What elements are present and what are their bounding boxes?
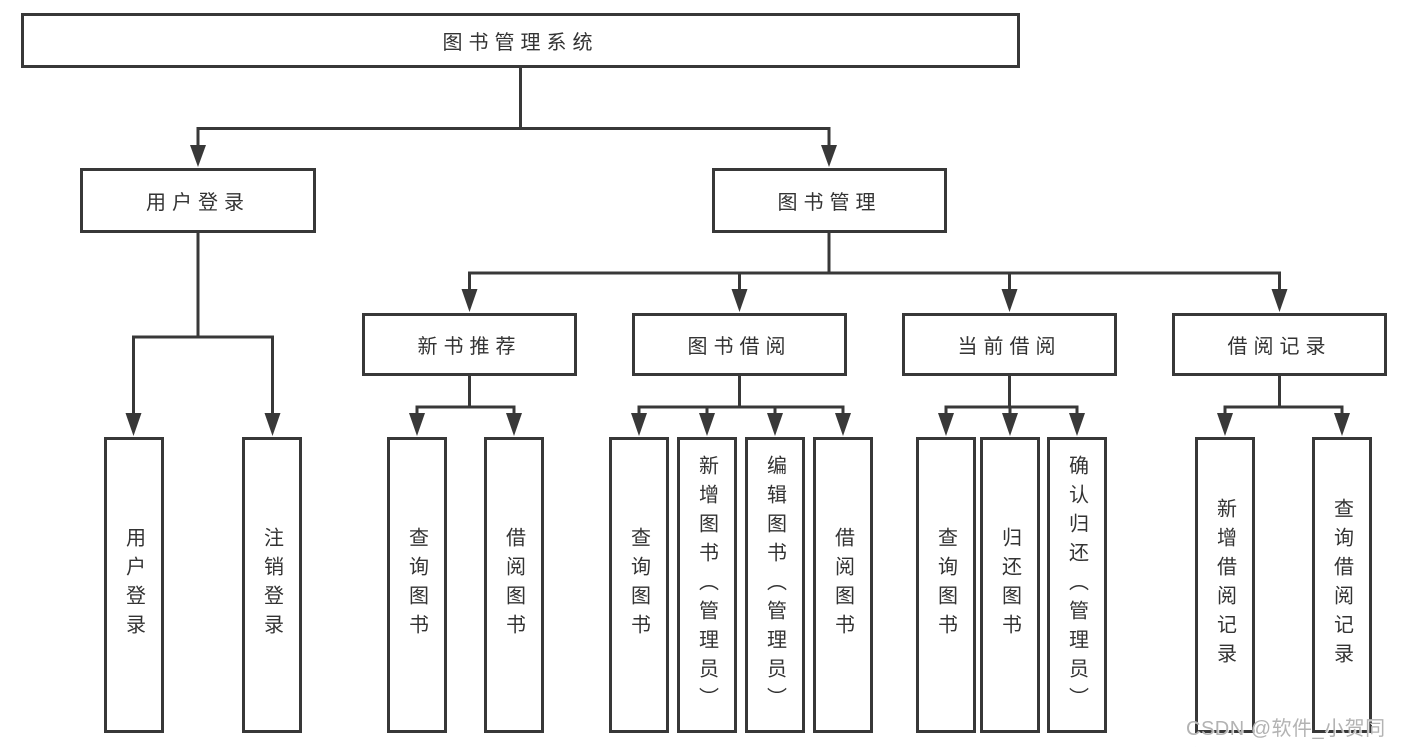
node-user-login-label: 用户登录 (146, 192, 250, 214)
leaf-label: 确认归还（管理员） (1065, 454, 1088, 716)
watermark: CSDN @软件_小贺同学 (1186, 718, 1386, 740)
node-user-login: 用户登录 (80, 168, 316, 233)
node-leaf-borrow-books-borrow: 借阅图书 (813, 437, 873, 733)
leaf-label: 借阅图书 (502, 527, 525, 643)
leaf-label: 归还图书 (998, 527, 1021, 643)
node-leaf-add-book-admin: 新增图书（管理员） (677, 437, 737, 733)
leaf-label: 查询图书 (405, 527, 428, 643)
node-leaf-confirm-return-admin: 确认归还（管理员） (1047, 437, 1107, 733)
node-root: 图书管理系统 (21, 13, 1020, 68)
node-leaf-query-books-borrow: 查询图书 (609, 437, 669, 733)
leaf-label: 查询图书 (627, 527, 650, 643)
node-current-borrow-label: 当前借阅 (957, 336, 1062, 358)
node-book-borrow-label: 图书借阅 (687, 336, 792, 358)
node-leaf-return-book: 归还图书 (980, 437, 1040, 733)
leaf-label: 用户登录 (122, 527, 145, 643)
node-leaf-borrow-books-recommend: 借阅图书 (484, 437, 544, 733)
node-leaf-query-books-recommend: 查询图书 (387, 437, 447, 733)
node-new-book-recommend-label: 新书推荐 (417, 336, 522, 358)
node-borrow-records-label: 借阅记录 (1227, 336, 1332, 358)
leaf-label: 新增借阅记录 (1213, 498, 1236, 672)
node-leaf-user-login: 用户登录 (104, 437, 164, 733)
leaf-label: 查询借阅记录 (1330, 498, 1353, 672)
leaf-label: 编辑图书（管理员） (763, 454, 786, 716)
node-leaf-edit-book-admin: 编辑图书（管理员） (745, 437, 805, 733)
leaf-label: 新增图书（管理员） (695, 454, 718, 716)
node-root-label: 图书管理系统 (442, 32, 599, 54)
node-current-borrow: 当前借阅 (902, 313, 1117, 376)
node-borrow-records: 借阅记录 (1172, 313, 1387, 376)
node-book-borrow: 图书借阅 (632, 313, 847, 376)
leaf-label: 查询图书 (934, 527, 957, 643)
node-leaf-logout: 注销登录 (242, 437, 302, 733)
leaf-label: 借阅图书 (831, 527, 854, 643)
node-book-management: 图书管理 (712, 168, 947, 233)
node-leaf-query-books-current: 查询图书 (916, 437, 976, 733)
node-leaf-add-borrow-record: 新增借阅记录 (1195, 437, 1255, 733)
node-book-management-label: 图书管理 (777, 192, 882, 214)
node-new-book-recommend: 新书推荐 (362, 313, 577, 376)
leaf-label: 注销登录 (260, 527, 283, 643)
node-leaf-query-borrow-record: 查询借阅记录 (1312, 437, 1372, 733)
